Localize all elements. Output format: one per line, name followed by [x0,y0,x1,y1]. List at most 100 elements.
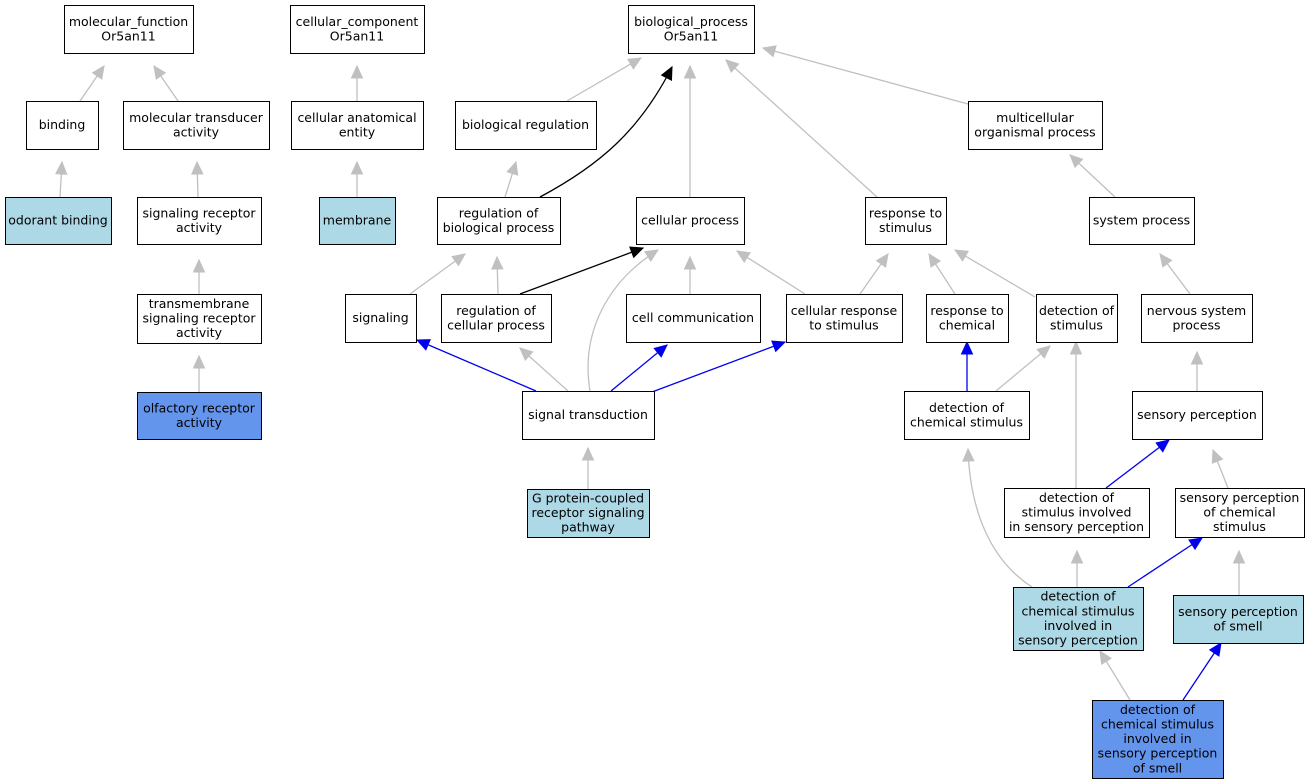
node-rcp-label-line: cellular process [447,317,545,332]
edge-st-to-crs-arrowhead [771,340,787,353]
edge-mop-to-bp [761,45,969,105]
node-cc-label-line: cellular_component [296,14,419,29]
node-sper[interactable]: sensory perception [1132,391,1263,440]
node-breg[interactable]: biological regulation [455,101,597,150]
edge-docs-to-dos [995,345,1051,392]
edge-sra-to-mta-arrowhead [191,160,204,175]
node-membrane-label-line: membrane [323,213,392,228]
node-signaling[interactable]: signaling [345,294,417,343]
node-mop-label-line: multicellular [996,110,1075,125]
edge-rcp-to-cp-arrowhead [629,246,645,259]
node-sp[interactable]: system process [1089,197,1195,245]
node-cc-label-line: Or5an11 [330,28,384,43]
edge-docsisp-to-docs [962,447,1033,588]
node-docsisp-box [1013,587,1144,651]
node-rcp-box [441,294,552,343]
edge-dosisp-to-sper [1105,439,1170,489]
edge-ob-to-binding [55,160,68,198]
node-nsp-box [1141,294,1253,343]
node-st-box [522,391,655,440]
edge-spcs-to-sper [1211,448,1229,489]
node-sra-box [137,197,262,245]
node-docsispos-box [1092,700,1224,779]
edge-sra-to-mta [191,160,204,198]
edge-st-to-ccomm [610,344,668,392]
node-bp-box [628,5,755,54]
edge-st-to-cp-arrowhead [644,249,660,262]
node-breg-box [455,101,597,150]
edge-spcs-to-sper-arrowhead [1211,448,1224,464]
node-dosisp-label-line: in sensory perception [1009,519,1144,534]
node-crs-label-line: to stimulus [809,317,878,332]
node-sp-box [1089,197,1195,245]
node-cae-label-line: cellular anatomical [297,110,416,125]
node-docsispos-label-line: detection of [1120,702,1196,717]
node-dos-label-line: detection of [1039,303,1115,318]
node-st[interactable]: signal transduction [522,391,655,440]
node-rts-box [865,197,947,245]
node-ccomm[interactable]: cell communication [626,294,761,343]
edge-breg-to-bp-line [566,57,642,102]
edge-signaling-to-rbp-arrowhead [451,253,466,267]
node-rbp-label-line: biological process [443,220,555,235]
node-docs-box [904,391,1030,440]
node-sra-label-line: activity [176,220,223,235]
node-docsispos-label-line: involved in [1123,731,1191,746]
node-sp-label-line: system process [1093,213,1190,228]
edge-cp-to-bp-arrowhead [683,64,697,79]
node-spos-label-line: of smell [1213,618,1262,633]
edge-ccomm-to-cp-arrowhead [683,255,697,270]
node-cp-label-line: cellular process [641,213,739,228]
edge-docsisp-to-dosisp [1070,549,1084,587]
node-ccomm-box [626,294,761,343]
node-gpcr-label-line: pathway [561,520,615,535]
node-mf-label-line: Or5an11 [101,28,155,43]
edge-crs-to-cp-line [736,250,806,295]
node-st-label-line: signal transduction [528,407,648,422]
node-ora-box [137,392,262,440]
node-membrane[interactable]: membrane [319,197,396,245]
edge-rtc-to-rts [928,252,956,295]
node-binding[interactable]: binding [26,101,99,150]
node-dosisp-label-line: detection of [1039,490,1115,505]
node-rbp-box [437,197,561,245]
edge-rts-to-bp-arrowhead [725,59,740,74]
node-mta-label-line: molecular transducer [129,110,264,125]
edge-dos-to-rts-arrowhead [953,249,969,262]
edge-breg-to-bp-arrowhead [627,57,643,70]
node-ob[interactable]: odorant binding [5,197,112,245]
edge-tsra-to-sra-arrowhead [192,258,206,273]
node-signaling-label-line: signaling [352,310,408,325]
edge-crs-to-cp-arrowhead [735,250,751,263]
node-cp[interactable]: cellular process [636,197,745,245]
edge-st-to-cp [587,249,660,392]
node-ora-label-line: activity [176,415,223,430]
edge-crs-to-rts [859,253,889,295]
node-sra-label-line: signaling receptor [142,205,256,220]
edge-sper-to-nsp [1190,350,1204,391]
node-rcp-label-line: regulation of [456,303,536,318]
